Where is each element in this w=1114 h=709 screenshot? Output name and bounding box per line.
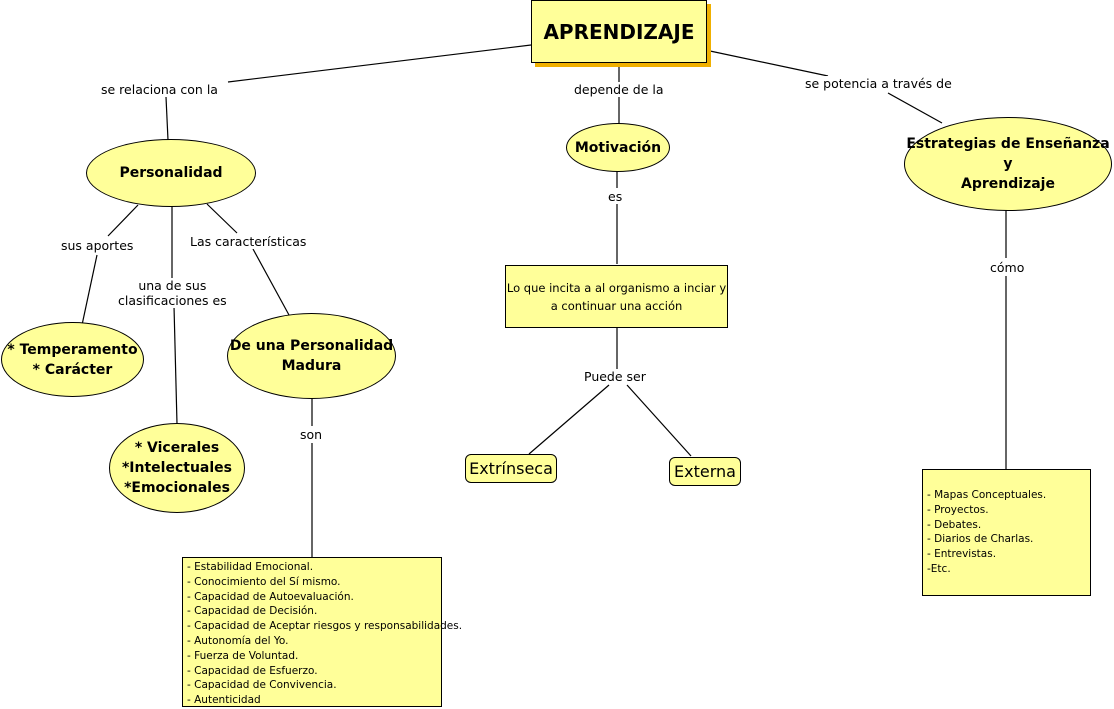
vicerales-node[interactable]: * Vicerales *Intelectuales *Emocionales [109,423,245,513]
line-se-relaciona-personalidad [165,96,169,141]
motivacion-node[interactable]: Motivación [566,123,670,172]
externa-node[interactable]: Externa [669,457,741,486]
list-item: - Conocimiento del Sí mismo. [187,575,341,588]
label-se-potencia: se potencia a través de [805,76,952,91]
label-es: es [608,189,623,204]
estrategias-text: Estrategias de Enseñanza y Aprendizaje [906,136,1110,192]
estrategias-list-box[interactable]: - Mapas Conceptuales. - Proyectos. - Deb… [922,469,1091,596]
motivacion-text: Motivación [574,139,662,156]
line-clasificaciones-vicerales [173,305,178,425]
list-item: - Debates. [927,518,982,531]
personalidad-node[interactable]: Personalidad [86,139,256,207]
caracteristicas-list: - Estabilidad Emocional. - Conocimiento … [187,560,462,708]
label-son: son [300,427,323,442]
incita-node[interactable]: Lo que incita a al organismo a inciar y … [505,265,728,328]
list-item: - Capacidad de Autoevaluación. [187,590,354,603]
list-item: - Autenticidad [187,694,261,707]
incita-text: Lo que incita a al organismo a inciar y … [506,280,727,313]
line-caracteristicas-madura [252,248,290,316]
list-item: - Diarios de Charlas. [927,533,1034,546]
list-item: - Fuerza de Voluntad. [187,649,299,662]
caracteristicas-list-box[interactable]: - Estabilidad Emocional. - Conocimiento … [182,557,462,707]
line-puede-ser-extrinseca [528,384,610,455]
list-item: - Estabilidad Emocional. [187,561,314,573]
list-item: - Capacidad de Decisión. [187,605,318,618]
list-item: - Mapas Conceptuales. [927,489,1047,501]
list-item: - Proyectos. [927,503,989,516]
line-se-potencia-estrategias [887,92,943,124]
aprendizaje-text: APRENDIZAJE [543,19,695,44]
label-como: cómo [990,260,1025,275]
estrategias-node[interactable]: Estrategias de Enseñanza y Aprendizaje [904,117,1112,211]
extrinseca-node[interactable]: Extrínseca [465,454,557,483]
line-personalidad-sus-aportes [107,204,139,237]
estrategias-list: - Mapas Conceptuales. - Proyectos. - Deb… [927,488,1046,577]
label-puede-ser: Puede ser [584,369,646,384]
personalidad-madura-node[interactable]: De una Personalidad Madura [227,313,396,399]
personalidad-madura-text: De una Personalidad Madura [229,338,394,374]
vicerales-text: * Vicerales *Intelectuales *Emocionales [121,440,232,496]
line-personalidad-caracteristicas [206,203,238,234]
temperamento-node[interactable]: * Temperamento * Carácter [1,322,144,397]
label-una-de-sus: una de sus clasificaciones es [118,278,227,308]
line-puede-ser-externa [626,384,692,457]
line-aprendizaje-se-relaciona [227,44,532,83]
externa-text: Externa [674,462,736,481]
label-depende: depende de la [574,82,664,97]
list-item: - Autonomía del Yo. [187,634,289,647]
label-sus-aportes: sus aportes [61,238,134,253]
personalidad-text: Personalidad [119,165,223,181]
list-item: - Capacidad de Aceptar riesgos y respons… [187,620,463,633]
extrinseca-text: Extrínseca [469,459,553,478]
list-item: - Capacidad de Convivencia. [187,679,337,692]
list-item: -Etc. [927,562,951,575]
line-sus-aportes-temperamento [81,254,98,326]
list-item: - Capacidad de Esfuerzo. [187,664,318,677]
line-aprendizaje-se-potencia [709,50,829,77]
label-se-relaciona: se relaciona con la [101,82,218,97]
list-item: - Entrevistas. [927,548,997,561]
temperamento-text: * Temperamento * Carácter [7,341,138,378]
aprendizaje-node[interactable]: APRENDIZAJE [531,0,707,63]
label-las-caracteristicas: Las características [190,234,307,249]
